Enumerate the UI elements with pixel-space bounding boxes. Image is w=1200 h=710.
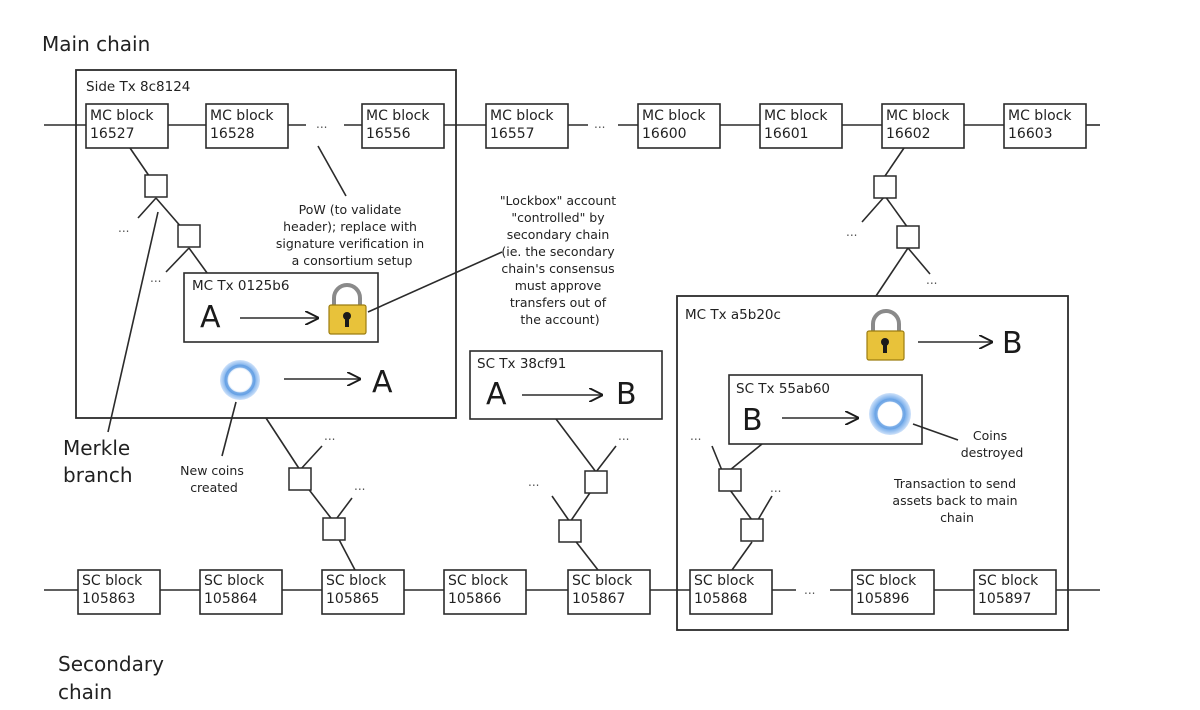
svg-text:16527: 16527 [90,126,135,142]
svg-text:SC block: SC block [694,573,755,589]
mc-block: MC block 16557 [485,103,569,149]
svg-text:MC block: MC block [366,108,430,124]
mc-block: MC block 16600 [637,103,721,149]
mc-block: MC block 16556 [361,103,445,149]
svg-text:MC block: MC block [764,108,828,124]
sc-tx-2-title: SC Tx 55ab60 [736,381,830,397]
new-coins-note: New coins created [180,463,248,495]
sc-tx-2-from: B [742,403,763,438]
svg-text:MC block: MC block [90,108,154,124]
sc-tx-1-title: SC Tx 38cf91 [477,356,566,372]
sc-block: SC block 105867 [567,569,651,615]
main-chain-label: Main chain [42,32,150,56]
mc-block: MC block 16528 [205,103,289,149]
pow-note: PoW (to validate header); replace with s… [276,202,428,268]
merkle-tree-sc-105867 [551,418,617,571]
svg-text:MC block: MC block [886,108,950,124]
sc-block: SC block 105866 [443,569,527,615]
svg-text:105865: 105865 [326,591,379,607]
svg-text:MC block: MC block [490,108,554,124]
lock-icon [866,309,905,361]
coins-destroyed-note: Coins destroyed [961,428,1024,460]
sc-block: SC block 105896 [851,569,935,615]
sc-block: SC block 105868 [689,569,773,615]
side-tx-title: Side Tx 8c8124 [86,79,190,95]
mc-tx-1-from: A [200,300,221,335]
svg-text:16602: 16602 [886,126,931,142]
coins-destroyed-pointer [912,423,959,441]
merkle-ellipsis: ... [354,479,365,493]
svg-text:SC block: SC block [448,573,509,589]
merkle-branch-pointer [107,211,159,433]
merkle-ellipsis: ... [770,481,781,495]
merkle-branch-label-line2: branch [63,463,133,487]
svg-text:16556: 16556 [366,126,411,142]
svg-text:16557: 16557 [490,126,535,142]
svg-text:SC block: SC block [82,573,143,589]
merkle-ellipsis: ... [690,429,701,443]
mc-block: MC block 16601 [759,103,843,149]
svg-text:SC block: SC block [326,573,387,589]
merkle-ellipsis: ... [528,475,539,489]
svg-text:105868: 105868 [694,591,747,607]
merkle-ellipsis: ... [324,429,335,443]
svg-text:16601: 16601 [764,126,809,142]
merkle-ellipsis: ... [926,273,937,287]
svg-text:105866: 105866 [448,591,502,607]
mc-tx-2-title: MC Tx a5b20c [685,307,781,323]
secondary-chain-label-line2: chain [58,680,112,704]
merkle-tree-right [861,147,931,297]
svg-text:105897: 105897 [978,591,1031,607]
merkle-tree-sc-105868 [711,443,773,571]
lock-icon [328,283,367,335]
svg-text:SC block: SC block [856,573,917,589]
mc-ellipsis-2: ... [594,117,605,131]
send-back-note: Transaction to send assets back to main … [892,476,1021,525]
mc-tx-2-recipient: B [1002,326,1023,361]
svg-text:16600: 16600 [642,126,687,142]
svg-text:MC block: MC block [642,108,706,124]
mc-block: MC block 16527 [85,103,169,149]
lockbox-pointer [367,251,503,313]
sc-tx-1-from: A [486,377,507,412]
merkle-tree-left [129,147,211,278]
svg-text:SC block: SC block [204,573,265,589]
svg-text:105896: 105896 [856,591,910,607]
coin-icon [220,360,260,400]
merkle-tree-sc-105865 [265,417,356,571]
svg-text:105864: 105864 [204,591,258,607]
mc-block: MC block 16602 [881,103,965,149]
pow-pointer [317,145,347,197]
sc-block: SC block 105897 [973,569,1057,615]
mc-ellipsis-1: ... [316,117,327,131]
secondary-chain-label: Secondary [58,652,164,676]
svg-text:SC block: SC block [572,573,633,589]
new-coins-pointer [221,401,237,457]
svg-text:MC block: MC block [1008,108,1072,124]
merkle-ellipsis: ... [118,221,129,235]
mc-tx-2-frame [676,295,1069,631]
sc-tx-1-box [469,350,663,420]
sc-block: SC block 105864 [199,569,283,615]
merkle-ellipsis: ... [846,225,857,239]
svg-text:16603: 16603 [1008,126,1053,142]
sc-ellipsis: ... [804,583,815,597]
merkle-ellipsis: ... [618,429,629,443]
svg-text:105863: 105863 [82,591,135,607]
merkle-ellipsis: ... [150,271,161,285]
coin-icon [869,393,911,435]
lockbox-note: "Lockbox" account "controlled" by second… [500,193,620,327]
mc-tx-1-title: MC Tx 0125b6 [192,278,289,294]
svg-text:105867: 105867 [572,591,625,607]
sc-block: SC block 105865 [321,569,405,615]
svg-text:16528: 16528 [210,126,255,142]
svg-text:SC block: SC block [978,573,1039,589]
sc-tx-1-to: B [616,377,637,412]
mc-block: MC block 16603 [1003,103,1087,149]
svg-text:MC block: MC block [210,108,274,124]
new-coins-recipient: A [372,365,393,400]
merkle-branch-label: Merkle [63,436,130,460]
sc-block: SC block 105863 [77,569,161,615]
